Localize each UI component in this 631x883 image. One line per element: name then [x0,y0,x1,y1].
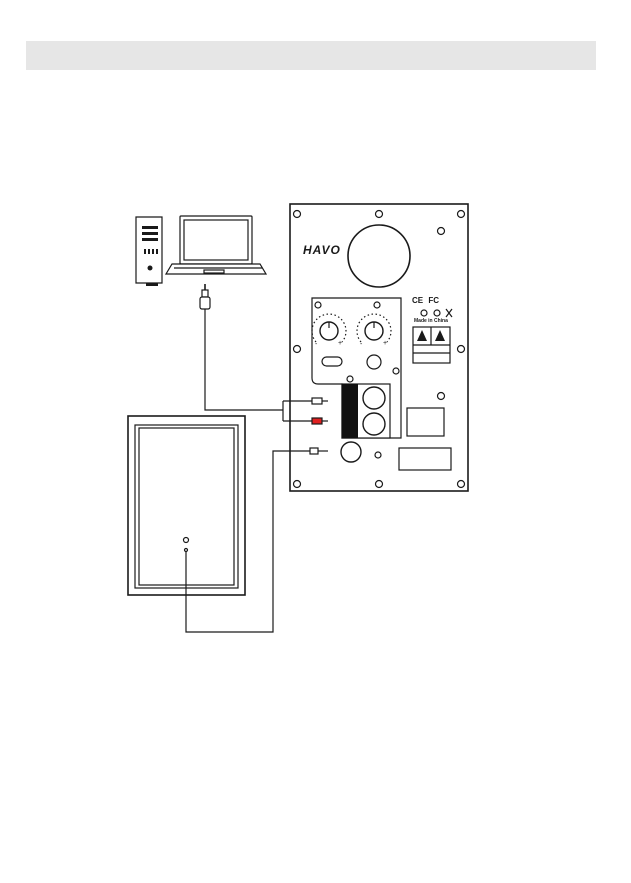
bass-max-label: + [383,340,387,347]
cert-marks: CE FC [412,296,439,305]
speaker-out [341,442,361,462]
rca-plug-white [312,398,328,404]
ce-mark: CE [412,296,423,305]
speaker-wire [186,451,310,632]
made-in-text: Made in China [414,318,448,324]
power-switch [322,357,342,366]
trash-bin-icon [446,309,452,317]
bass-min-label: - [360,341,362,348]
fc-mark: FC [428,296,439,305]
brand-logo: HAVO [303,243,341,257]
speaker-wire-plug [310,448,328,454]
brand-text: HAVO [303,243,341,257]
volume-max-label: + [338,340,342,347]
input-cable [205,309,283,410]
aux-jack [367,355,381,369]
desktop-tower-icon [136,217,162,286]
rca-split [283,401,312,421]
rca-plug-red [312,418,328,424]
laptop-icon [166,216,266,274]
recycle-icon [434,310,440,316]
volume-knob [312,314,346,342]
bass-knob [357,314,391,342]
warning-icon [417,330,427,341]
made-in-label: Made in China [414,318,448,324]
warning-label [413,327,450,363]
volume-min-label: - [315,341,317,348]
audio-jack-icon [200,284,210,309]
